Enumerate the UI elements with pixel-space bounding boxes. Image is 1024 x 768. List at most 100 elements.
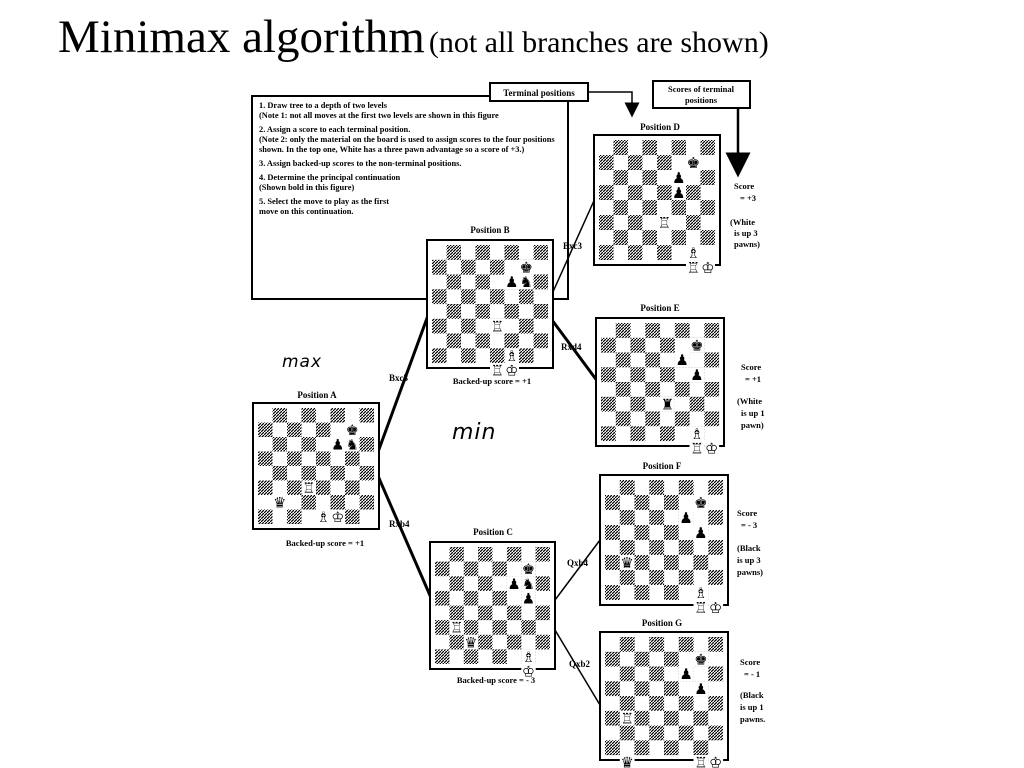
move-label-a-c: Rxb4 — [389, 519, 410, 529]
piece-square — [330, 509, 345, 524]
dark-square — [634, 495, 650, 510]
position-d-score-value: = +3 — [740, 193, 756, 203]
dark-square — [704, 323, 720, 338]
piece-square — [504, 363, 519, 378]
dark-square — [645, 323, 661, 338]
dark-square — [287, 509, 302, 524]
piece-square — [686, 155, 701, 170]
chess-board-d: ♚♟♟♖♗♖♔ — [593, 134, 721, 277]
dark-square — [704, 352, 720, 368]
move-label-c-g: Qxb2 — [569, 659, 591, 669]
dark-square — [664, 651, 679, 667]
dark-square — [287, 480, 302, 495]
dark-square — [619, 510, 635, 525]
chess-piece-icon: ♞ — [522, 576, 535, 593]
dark-square — [708, 540, 724, 555]
position-e-note-3: pawn) — [741, 420, 764, 430]
chess-boards: ♚♟♞♖♛♗♔♚♟♞♖♗♖♔♚♟♞♟♖♛♗♔♚♟♟♖♗♖♔♚♟♟♜♗♖♔♚♟♟♛… — [252, 134, 729, 768]
dark-square — [708, 666, 724, 682]
slide-title: Minimax algorithm (not all branches are … — [58, 10, 769, 64]
position-e-note-1: (White — [737, 396, 762, 406]
dark-square — [301, 466, 316, 481]
dark-square — [708, 480, 724, 495]
piece-square — [272, 495, 287, 510]
dark-square — [634, 710, 650, 726]
piece-square — [519, 274, 534, 290]
chess-piece-icon: ♛ — [464, 634, 477, 651]
dark-square — [330, 495, 345, 510]
dark-square — [686, 185, 701, 200]
dark-square — [700, 140, 715, 155]
dark-square — [649, 510, 665, 525]
dark-square — [478, 576, 493, 591]
step-4-note: (Shown bold in this figure) — [259, 183, 355, 192]
dark-square — [671, 140, 686, 155]
dark-square — [432, 259, 447, 275]
dark-square — [700, 200, 715, 215]
dark-square — [535, 605, 550, 621]
dark-square — [449, 547, 464, 562]
dark-square — [674, 411, 690, 427]
dark-square — [435, 590, 450, 606]
piece-square — [671, 170, 686, 185]
dark-square — [664, 710, 679, 726]
piece-square — [689, 337, 705, 353]
dark-square — [678, 696, 694, 711]
dark-square — [645, 382, 661, 397]
dark-square — [619, 725, 635, 741]
piece-square — [521, 664, 536, 679]
dark-square — [619, 480, 635, 495]
chess-piece-icon: ♟ — [694, 681, 707, 698]
dark-square — [463, 590, 479, 606]
dark-square — [599, 245, 614, 260]
chess-piece-icon: ♟ — [505, 274, 518, 291]
dark-square — [432, 289, 447, 305]
dark-square — [478, 547, 493, 562]
chess-piece-icon: ♚ — [694, 651, 707, 668]
position-f-note-2: is up 3 — [737, 555, 761, 565]
chess-piece-icon: ♚ — [522, 561, 535, 578]
dark-square — [628, 155, 643, 170]
piece-square — [345, 422, 360, 437]
chess-piece-icon: ♗ — [687, 244, 700, 262]
dark-square — [506, 547, 522, 562]
dark-square — [316, 451, 331, 466]
chess-piece-icon: ♟ — [679, 509, 692, 527]
dark-square — [678, 570, 694, 585]
piece-square — [693, 651, 709, 667]
dark-square — [605, 495, 620, 510]
chess-board-b: ♚♟♞♖♗♖♔ — [426, 239, 554, 380]
position-b-backed-up-score: Backed-up score = +1 — [453, 376, 531, 386]
chess-piece-icon: ♜ — [661, 396, 674, 413]
dark-square — [700, 230, 715, 245]
dark-square — [693, 710, 709, 726]
dark-square — [533, 304, 548, 319]
chess-piece-icon: ♞ — [346, 438, 359, 454]
piece-square — [671, 185, 686, 200]
position-e-note-2: is up 1 — [741, 408, 765, 418]
dark-square — [674, 382, 690, 397]
steps-box: 1. Draw tree to a depth of two levels (N… — [251, 95, 569, 300]
piece-square — [330, 437, 345, 452]
chess-piece-icon: ♚ — [687, 154, 700, 172]
dark-square — [619, 666, 635, 682]
dark-square — [642, 200, 657, 215]
chess-piece-icon: ♖ — [687, 259, 700, 277]
dark-square — [258, 422, 273, 437]
chess-piece-icon: ♟ — [675, 352, 688, 369]
dark-square — [613, 170, 628, 185]
chess-piece-icon: ♖ — [302, 481, 315, 497]
dark-square — [359, 437, 374, 452]
dark-square — [490, 259, 505, 275]
position-a-backed-up-score: Backed-up score = +1 — [286, 538, 364, 548]
dark-square — [446, 304, 461, 319]
edge-a-c — [376, 475, 434, 601]
dark-square — [449, 576, 464, 591]
dark-square — [671, 230, 686, 245]
piece-square — [449, 620, 464, 635]
position-g-note-2: is up 1 — [740, 702, 764, 712]
dark-square — [272, 437, 287, 452]
chess-piece-icon: ♛ — [620, 755, 633, 768]
dark-square — [642, 170, 657, 185]
piece-square — [708, 600, 724, 615]
